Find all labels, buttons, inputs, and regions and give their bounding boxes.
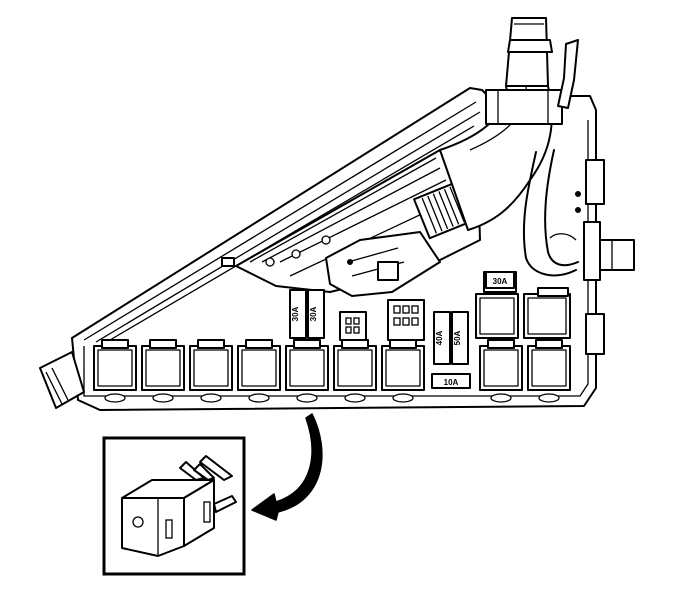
relay-socket	[333, 339, 377, 403]
fuse-c-label: 30A	[493, 277, 508, 286]
relay-socket	[527, 339, 571, 403]
relay-socket	[93, 339, 137, 403]
fuse-d-label: 40A	[435, 330, 444, 345]
fuse-b-label: 30A	[309, 306, 318, 321]
fuse-b: 30A	[307, 289, 325, 339]
fuse-e-label: 50A	[453, 330, 462, 345]
fuse-d: 40A	[433, 311, 451, 365]
relay-icon	[121, 455, 237, 557]
mini-connector-2	[387, 299, 425, 341]
curved-arrow-icon	[251, 413, 323, 521]
fuse-c: 30A	[485, 271, 515, 289]
fuse-a-label: 30A	[291, 306, 300, 321]
fuse-a: 30A	[289, 289, 307, 339]
fuse-e: 50A	[451, 311, 469, 365]
relay-socket	[189, 339, 233, 403]
fuse-f-label: 10A	[444, 378, 459, 387]
right-side-pipe	[583, 159, 635, 355]
fuse-f: 10A	[431, 373, 471, 389]
relay-socket	[237, 339, 281, 403]
relay-socket	[381, 339, 425, 403]
left-mount-stub	[39, 351, 85, 409]
wiring-harness-icon	[439, 17, 581, 277]
relay-socket	[141, 339, 185, 403]
relay-socket	[479, 339, 523, 403]
relay-socket	[285, 339, 329, 403]
mini-connector-1	[339, 311, 367, 341]
relay-row	[93, 339, 571, 403]
